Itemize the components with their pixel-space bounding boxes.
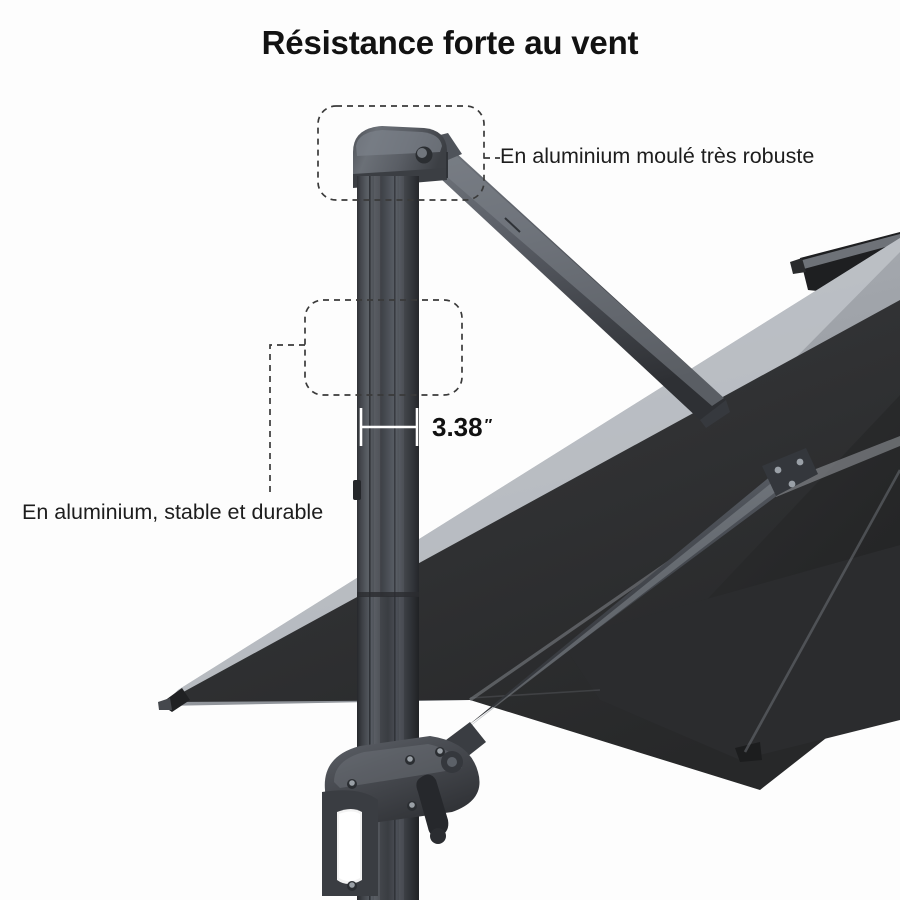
canopy-rib-seam-3 bbox=[743, 469, 900, 753]
page-title: Résistance forte au vent bbox=[261, 24, 639, 61]
carry-handle-hole-shadow bbox=[339, 811, 360, 881]
hub-top-highlight bbox=[334, 744, 462, 788]
dimension-value: 3.38 bbox=[432, 412, 483, 442]
hub-screw-5-hl bbox=[349, 882, 355, 888]
callout-label-top: En aluminium moulé très robuste bbox=[500, 144, 815, 168]
crank-pivot-inner bbox=[447, 757, 457, 767]
pole-seam-mid bbox=[394, 176, 396, 900]
callout-box-top bbox=[317, 105, 485, 201]
strut-upper-bracket bbox=[762, 448, 818, 496]
annotation-layer bbox=[269, 105, 500, 492]
canopy-lower-panel bbox=[560, 545, 900, 760]
lower-strut-highlight bbox=[455, 476, 786, 738]
hub-screw-2-hl bbox=[407, 756, 413, 762]
pole-seam-left bbox=[369, 176, 371, 900]
upper-arm-shadow bbox=[700, 400, 730, 428]
strut-bracket-bolt-2 bbox=[796, 458, 804, 466]
dimension-label: 3.38″ bbox=[432, 412, 492, 443]
canopy-vent-flap-edge bbox=[795, 234, 900, 270]
pole-upper bbox=[357, 176, 419, 596]
dimension-unit: ″ bbox=[484, 417, 493, 434]
pole-highlight bbox=[374, 176, 380, 900]
crank-handle bbox=[416, 774, 449, 837]
canopy-leading-edge bbox=[163, 238, 900, 706]
pole-highlight-2 bbox=[399, 176, 404, 900]
pole-band bbox=[357, 592, 419, 597]
strut-bracket-bolt-3 bbox=[788, 480, 796, 488]
pole-side-tab bbox=[353, 480, 361, 500]
hub-screw-1-hl bbox=[349, 780, 355, 786]
strut-bracket-bolt-1 bbox=[774, 466, 782, 474]
dimension-bracket bbox=[359, 408, 419, 446]
upper-arm-highlight bbox=[416, 141, 724, 406]
canopy-left-tip-cap bbox=[158, 698, 172, 710]
crank-handle-knob bbox=[430, 828, 446, 844]
hub-screw-3-hl bbox=[437, 748, 443, 754]
canopy-group bbox=[158, 232, 900, 790]
callout-leader-bottom bbox=[269, 344, 305, 492]
upper-arm-seam bbox=[504, 217, 521, 233]
callout-box-bottom bbox=[304, 299, 463, 396]
crank-hub bbox=[322, 736, 480, 896]
head-bolt-highlight bbox=[417, 148, 427, 158]
canopy-corner-tip bbox=[735, 742, 762, 762]
callout-label-bottom: En aluminium, stable et durable bbox=[22, 500, 324, 524]
hub-screw-4-hl bbox=[409, 802, 415, 808]
upper-support-arm bbox=[408, 133, 730, 428]
canopy-vent-flap-tip bbox=[790, 258, 806, 274]
canopy-rib-seam-4 bbox=[469, 689, 601, 699]
